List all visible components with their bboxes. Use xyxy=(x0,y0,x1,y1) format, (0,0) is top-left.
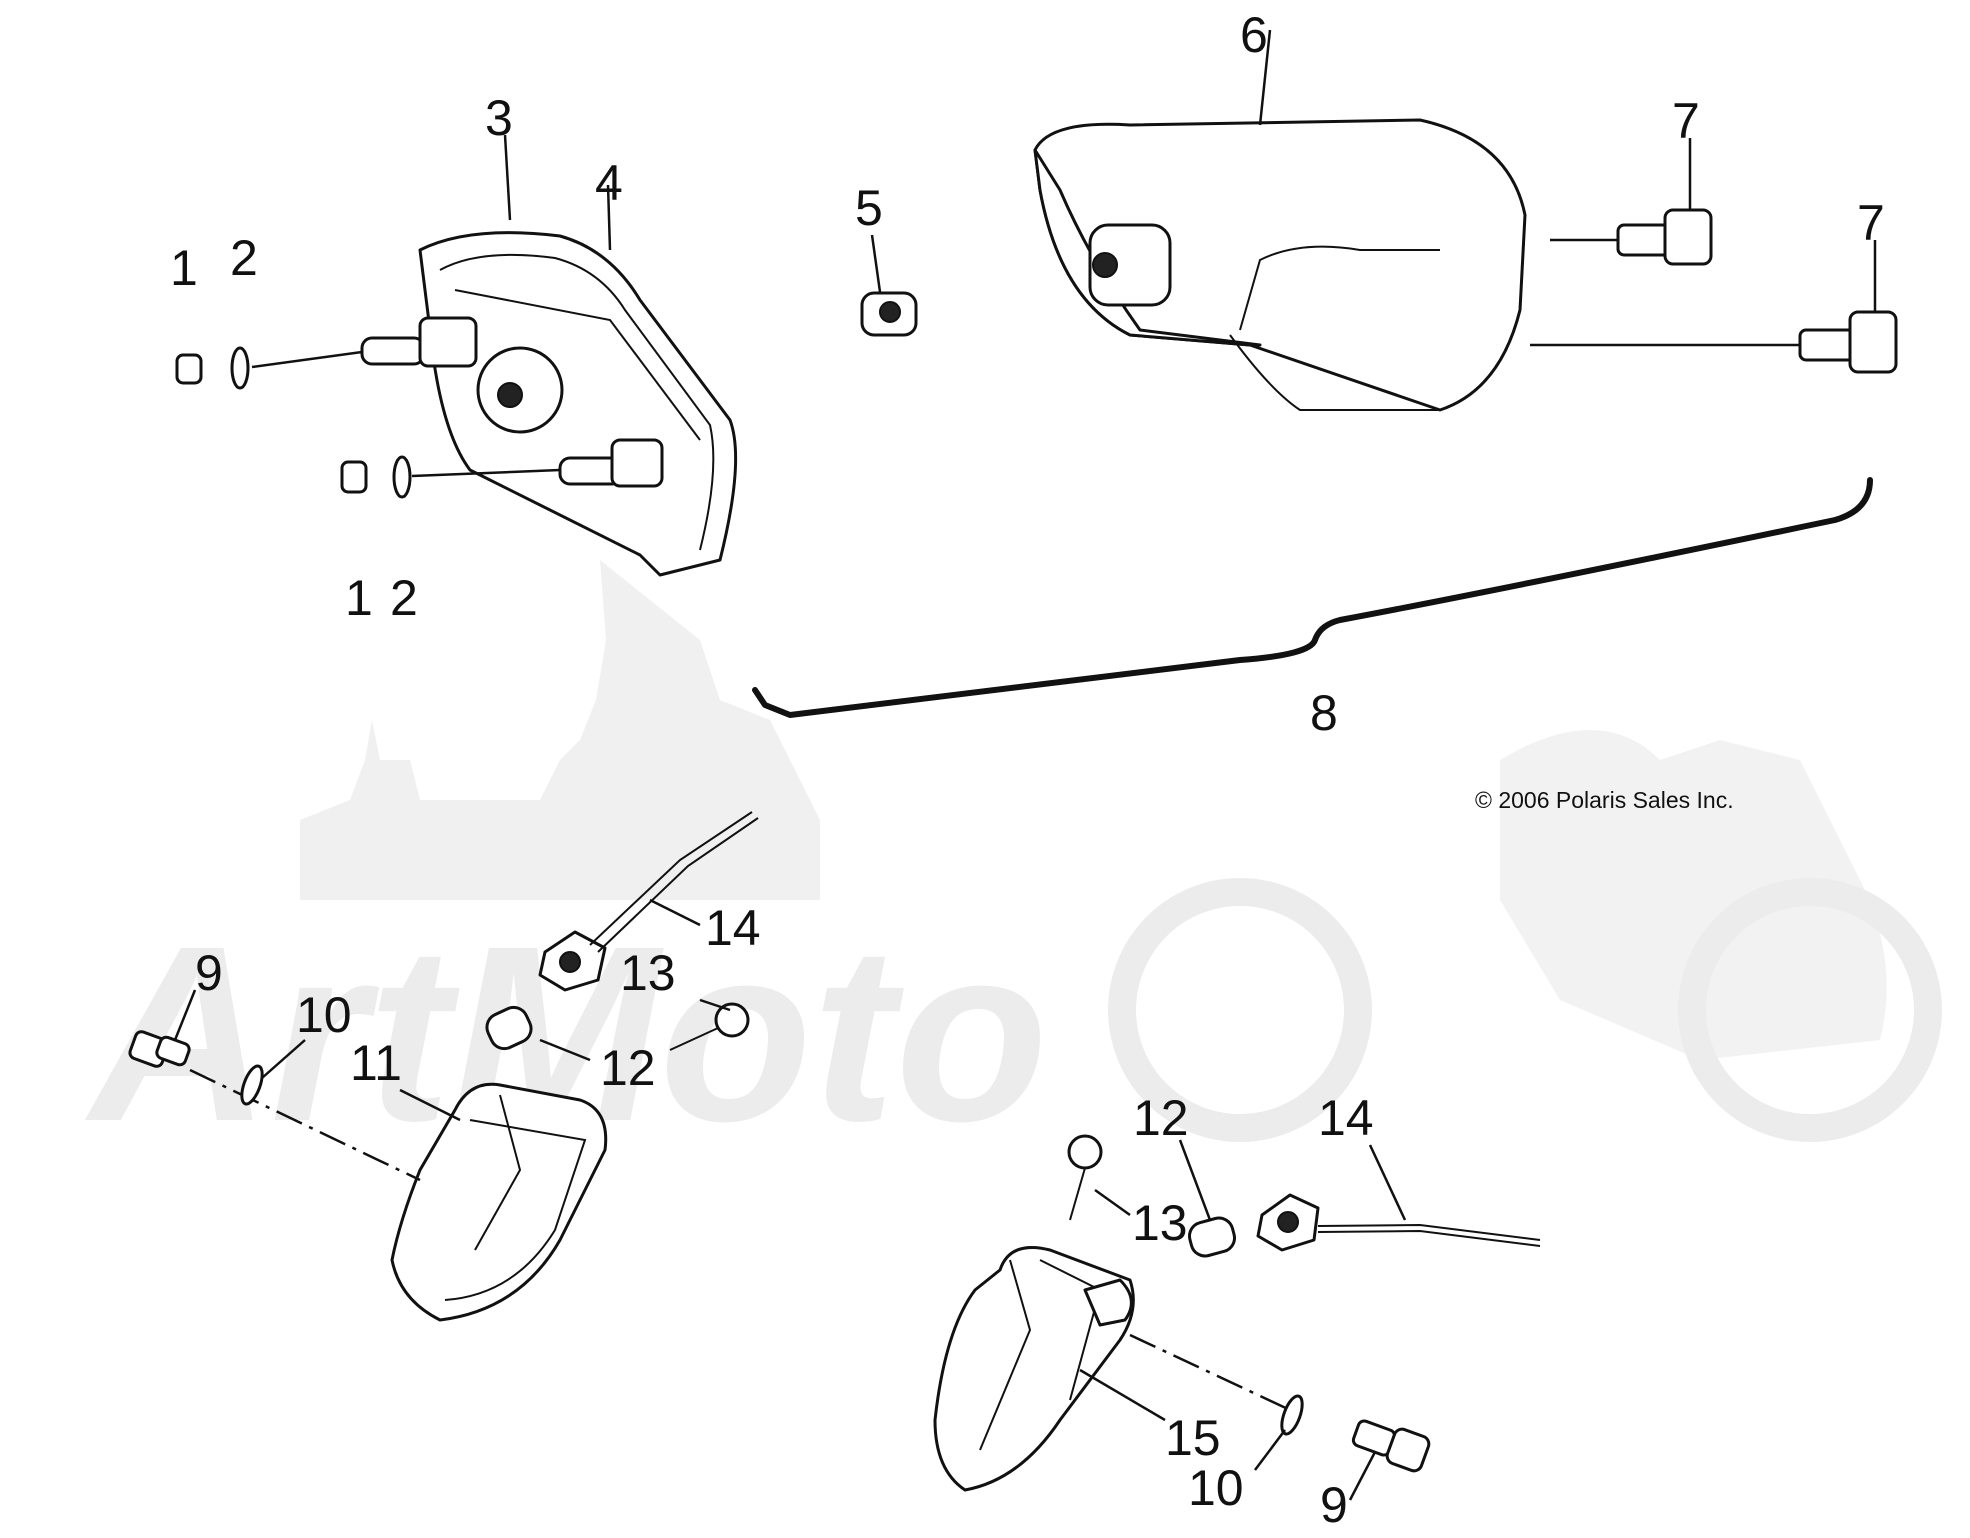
part-screw-13-right xyxy=(1067,1134,1131,1221)
part-screw-13-left xyxy=(669,998,750,1051)
callout-4: 4 xyxy=(595,155,623,211)
watermark-wheel xyxy=(1108,878,1372,1142)
part-nut-washer-set-top xyxy=(175,346,363,390)
assembly-brace-8 xyxy=(752,477,1873,718)
callout-10-right: 10 xyxy=(1188,1460,1244,1516)
part-turn-signal-lower-right xyxy=(933,1246,1291,1492)
copyright-notice: © 2006 Polaris Sales Inc. xyxy=(1475,787,1734,813)
callout-11: 11 xyxy=(350,1035,402,1091)
callout-1-bottom: 1 xyxy=(345,570,373,626)
part-nut-washer-set-bottom xyxy=(340,455,561,499)
watermark-motorcycle-graphic xyxy=(1500,730,1887,1060)
callout-7-upper: 7 xyxy=(1672,93,1700,149)
callout-13-left: 13 xyxy=(620,945,676,1001)
watermark-wheel xyxy=(1678,878,1942,1142)
callout-8: 8 xyxy=(1310,685,1338,741)
callout-15: 15 xyxy=(1165,1410,1221,1466)
callout-2-top: 2 xyxy=(230,230,258,286)
part-headlight-housing-upper-right xyxy=(1033,29,1527,412)
callout-9-right: 9 xyxy=(1320,1477,1348,1533)
callout-6: 6 xyxy=(1240,7,1268,63)
callout-10-left: 10 xyxy=(296,987,352,1043)
callout-5: 5 xyxy=(855,180,883,236)
part-washer-10-right xyxy=(1254,1394,1304,1471)
part-bolt-upper xyxy=(1550,138,1713,266)
watermark-castle-graphic xyxy=(300,560,820,900)
callout-3: 3 xyxy=(485,90,513,146)
callout-12-right: 12 xyxy=(1133,1090,1189,1146)
part-bolt-9-left xyxy=(128,989,197,1068)
part-bulb-12-right xyxy=(1178,1139,1237,1258)
callout-13-right: 13 xyxy=(1132,1195,1188,1251)
part-washer-10-left xyxy=(240,1039,306,1106)
part-headlight-housing-upper-left xyxy=(360,134,738,577)
part-clip-nut xyxy=(860,234,918,337)
part-socket-14-right xyxy=(1256,1144,1541,1252)
callout-labels: 1 2 1 2 3 4 5 6 7 7 8 9 10 11 12 13 14 1… xyxy=(170,7,1885,1533)
part-turn-signal-lower-left xyxy=(189,1068,608,1322)
callout-12-left: 12 xyxy=(600,1040,656,1096)
part-bulb-12-left xyxy=(485,1005,591,1062)
callout-14-right: 14 xyxy=(1318,1090,1374,1146)
callout-1-top: 1 xyxy=(170,240,198,296)
callout-9-left: 9 xyxy=(195,945,223,1001)
callout-7-lower: 7 xyxy=(1857,195,1885,251)
part-bolt-9-right xyxy=(1348,1419,1431,1501)
callout-14-left: 14 xyxy=(705,900,761,956)
callout-2-bottom: 2 xyxy=(390,570,418,626)
part-socket-14-left xyxy=(538,811,759,992)
part-bolt-lower xyxy=(1530,240,1898,374)
